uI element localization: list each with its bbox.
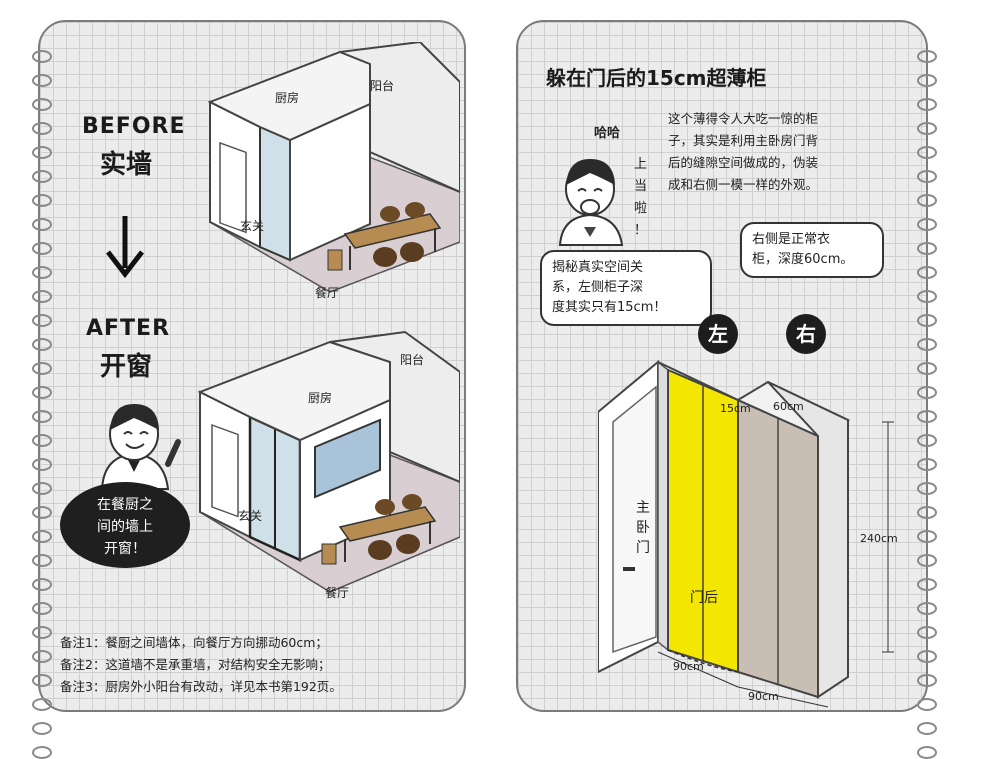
note-1-label: 备注1： (60, 635, 106, 650)
after-label: AFTER (86, 316, 171, 341)
bubble-text-line3: 开窗！ (104, 541, 146, 557)
after-kitchen-label: 厨房 (308, 390, 332, 405)
after-balcony-label: 阳台 (400, 352, 424, 367)
before-dining-label: 餐厅 (315, 285, 339, 300)
note-1-text: 餐厨之间墙体，向餐厅方向挪动60cm； (105, 635, 328, 650)
dim-60cm-label: 60cm (773, 400, 804, 413)
door-back-label: 门后 (690, 590, 718, 606)
desc-line-4: 成和右侧一模一样的外观。 (668, 177, 819, 192)
cabinet-illustration: 15cm 60cm 240cm 90cm 90cm 主 卧 门 门后 (598, 359, 898, 708)
bubble-right-line1: 右侧是正常衣 (752, 232, 831, 247)
before-entry-label: 玄关 (240, 218, 264, 233)
laughing-boy-icon (558, 159, 624, 246)
left-page: BEFORE 实墙 AFTER 开窗 厨房 阳台 玄关 餐厅 (38, 20, 466, 712)
speech-bubble-left: 揭秘真实空间关 系，左侧柜子深 度其实只有15cm！ (540, 250, 712, 326)
after-entry-label: 玄关 (238, 508, 262, 523)
laugh-side-4: ！ (634, 223, 648, 238)
down-arrow-icon (106, 216, 144, 279)
laugh-side-1: 上 (634, 157, 648, 172)
door-label-1: 主 (636, 500, 650, 516)
before-kitchen-label: 厨房 (275, 90, 299, 105)
door-label-3: 门 (636, 540, 650, 556)
note-2-text: 这道墙不是承重墙，对结构安全无影响； (105, 657, 331, 672)
bubble-left-line2: 系，左侧柜子深 (552, 280, 644, 295)
laugh-side-2: 当 (634, 179, 648, 194)
desc-line-1: 这个薄得令人大吃一惊的柜 (668, 111, 819, 126)
after-sub-label: 开窗 (100, 352, 153, 382)
before-sub-label: 实墙 (100, 150, 153, 180)
note-2: 备注2：这道墙不是承重墙，对结构安全无影响； (60, 654, 460, 676)
right-description: 这个薄得令人大吃一惊的柜 子，其实是利用主卧房门背 后的缝隙空间做成的，伪装 成… (668, 108, 918, 196)
note-2-label: 备注2： (60, 657, 106, 672)
notes-block: 备注1：餐厨之间墙体，向餐厅方向挪动60cm； 备注2：这道墙不是承重墙，对结构… (60, 632, 460, 698)
laugh-text: 哈哈 (594, 126, 621, 141)
badge-left: 左 (698, 314, 738, 354)
dim-15cm-label: 15cm (720, 402, 751, 415)
dim-90cm-b-label: 90cm (748, 690, 779, 703)
dim-90cm-a-label: 90cm (673, 660, 704, 673)
badge-right: 右 (786, 314, 826, 354)
note-1: 备注1：餐厨之间墙体，向餐厅方向挪动60cm； (60, 632, 460, 654)
before-balcony-label: 阳台 (370, 78, 394, 93)
bubble-text-line1: 在餐厨之 (97, 497, 153, 513)
note-3-text: 厨房外小阳台有改动，详见本书第192页。 (105, 679, 342, 694)
after-floorplan: 厨房 阳台 玄关 餐厅 (197, 330, 460, 600)
note-3-label: 备注3： (60, 679, 106, 694)
right-page: 躲在门后的15cm超薄柜 这个薄得令人大吃一惊的柜 子，其实是利用主卧房门背 后… (516, 20, 928, 712)
left-spiral-binding (28, 50, 54, 759)
dim-240cm-label: 240cm (860, 532, 898, 545)
right-title: 躲在门后的15cm超薄柜 (546, 66, 767, 90)
boy-character-icon (100, 404, 181, 490)
before-label: BEFORE (82, 114, 186, 139)
right-spiral-binding (913, 50, 939, 759)
speech-bubble-dark: 在餐厨之 间的墙上 开窗！ (60, 482, 190, 568)
bubble-text-line2: 间的墙上 (97, 519, 153, 535)
desc-line-2: 子，其实是利用主卧房门背 (668, 133, 819, 148)
bubble-right-line2: 柜，深度60cm。 (752, 252, 854, 267)
bubble-left-line1: 揭秘真实空间关 (552, 260, 644, 275)
laugh-side-text: 上 当 啦 ！ (634, 154, 650, 242)
after-dining-label: 餐厅 (325, 585, 349, 600)
desc-line-3: 后的缝隙空间做成的，伪装 (668, 155, 819, 170)
door-label-2: 卧 (636, 520, 650, 536)
bubble-left-line3: 度其实只有15cm！ (552, 300, 667, 315)
speech-bubble-right: 右侧是正常衣 柜，深度60cm。 (740, 222, 884, 278)
note-3: 备注3：厨房外小阳台有改动，详见本书第192页。 (60, 676, 460, 698)
laugh-side-3: 啦 (634, 201, 648, 216)
before-floorplan: 厨房 阳台 玄关 餐厅 (207, 42, 460, 300)
